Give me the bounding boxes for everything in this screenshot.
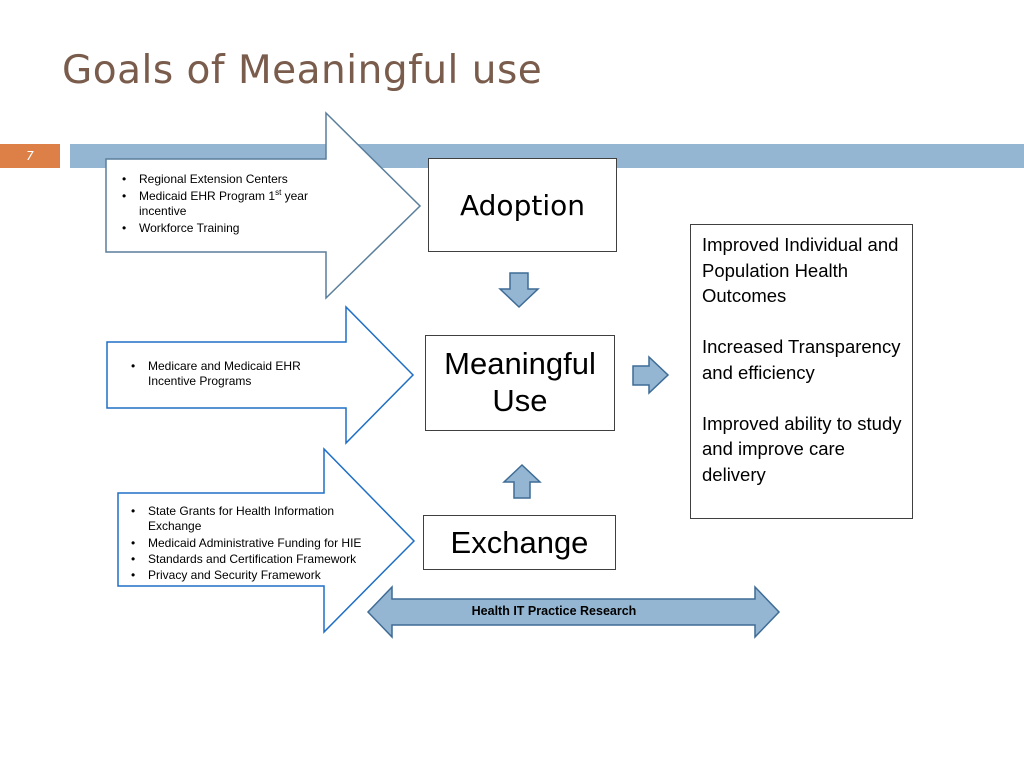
meaningful-use-label-line1: Meaningful [444, 346, 596, 381]
outcome-item: Increased Transparency and efficiency [702, 336, 901, 383]
research-double-arrow [366, 585, 781, 639]
list-item: Regional Extension Centers [120, 172, 335, 187]
exchange-label: Exchange [450, 524, 589, 560]
slide-number: 7 [0, 144, 60, 168]
slide-title: Goals of Meaningful use [62, 48, 543, 93]
list-item: Medicare and Medicaid EHR Incentive Prog… [129, 359, 329, 389]
adoption-label: Adoption [460, 188, 585, 222]
exchange-box: Exchange [423, 515, 616, 570]
up-arrow [502, 463, 542, 499]
list-item: Standards and Certification Framework [129, 552, 389, 567]
list-item: Medicaid EHR Program 1st year incentive [120, 189, 335, 219]
list-item: Workforce Training [120, 221, 335, 236]
right-arrow [632, 355, 670, 395]
down-arrow [498, 272, 540, 309]
outcomes-box: Improved Individual and Population Healt… [690, 224, 913, 519]
meaningful-use-inputs-list: Medicare and Medicaid EHR Incentive Prog… [129, 359, 329, 391]
meaningful-use-box: Meaningful Use [425, 335, 615, 431]
list-item: State Grants for Health Information Exch… [129, 504, 363, 534]
adoption-inputs-list: Regional Extension Centers Medicaid EHR … [120, 172, 335, 238]
outcome-item: Improved ability to study and improve ca… [702, 412, 902, 485]
outcome-item: Improved Individual and Population Healt… [702, 234, 899, 306]
meaningful-use-label-line2: Use [492, 383, 548, 418]
adoption-box: Adoption [428, 158, 617, 252]
list-item: Medicaid Administrative Funding for HIE [129, 536, 389, 551]
exchange-inputs-list: State Grants for Health Information Exch… [129, 504, 389, 585]
research-bar-label: Health IT Practice Research [471, 604, 637, 618]
list-item: Privacy and Security Framework [129, 568, 389, 583]
